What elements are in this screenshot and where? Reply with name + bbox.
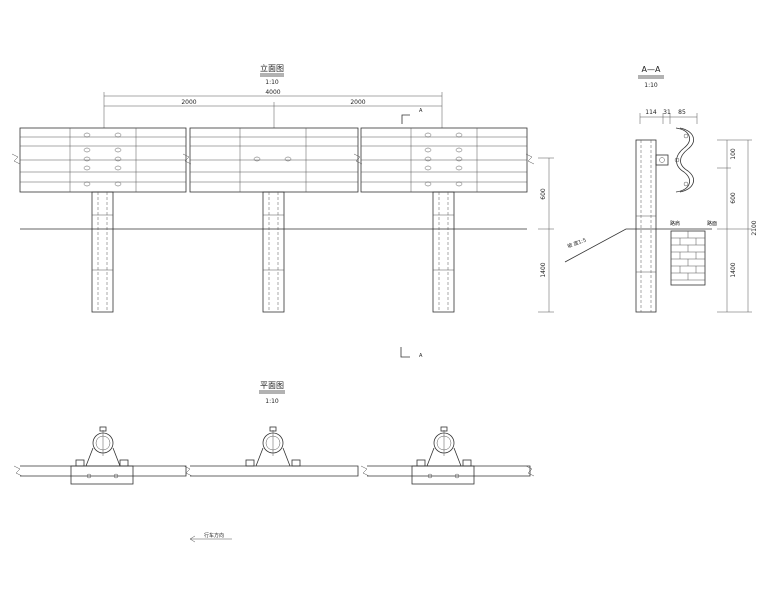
break-mark-left	[11, 153, 21, 165]
post-middle	[262, 191, 285, 313]
plan-post-left	[70, 426, 134, 485]
plan-post-right	[411, 426, 475, 485]
section-mark-top-label: A	[419, 108, 423, 114]
dim-1400-section: 1400	[730, 262, 737, 277]
dim-600-section: 600	[730, 192, 737, 204]
dim-1400-elevation: 1400	[540, 262, 547, 277]
rail-panel-left	[19, 127, 187, 193]
section-scale: 1:10	[644, 82, 658, 89]
brick-foundation	[670, 230, 706, 286]
elevation-view: 立面图 1:10 4000 2000 2000 A	[11, 63, 554, 359]
section-post	[635, 139, 657, 313]
plan-rail-left	[20, 465, 187, 477]
traffic-direction-label: 行车方向	[204, 532, 224, 539]
dim-31: 31	[663, 109, 671, 116]
dim-600-elevation: 600	[540, 188, 547, 200]
traffic-direction: 行车方向	[189, 532, 232, 543]
spacer-block	[655, 154, 669, 166]
dim-total-4000: 4000	[265, 89, 280, 96]
arrow-left-icon	[189, 535, 196, 543]
plan-rail-right	[367, 465, 531, 477]
elevation-scale: 1:10	[265, 79, 279, 86]
dim-85: 85	[678, 109, 686, 116]
dim-right-2000: 2000	[350, 99, 365, 106]
plan-post-middle	[245, 426, 301, 467]
dim-left-2000: 2000	[181, 99, 196, 106]
section-title: A—A	[642, 65, 661, 74]
section-mark-bottom-label: A	[419, 353, 423, 359]
post-right	[432, 191, 455, 313]
plan-view: 平面图 1:10	[13, 381, 535, 543]
section-view: A—A 1:10 114 31 85 坡 度1:5 路肩 路面	[564, 65, 758, 313]
slope-label: 坡 度1:5	[566, 237, 587, 250]
rail-bolts	[83, 132, 463, 187]
w-beam-profile	[675, 127, 690, 193]
dim-2100: 2100	[751, 220, 758, 235]
left-shoulder-label: 路肩	[670, 220, 680, 227]
plan-scale: 1:10	[265, 398, 279, 405]
section-mark-bottom	[400, 347, 410, 358]
rail-panel-right	[360, 127, 528, 193]
plan-rail-middle	[190, 465, 359, 477]
section-mark-top	[401, 114, 410, 124]
slope-line	[564, 228, 712, 263]
post-left	[91, 191, 114, 313]
plan-title: 平面图	[260, 381, 284, 390]
dim-114: 114	[645, 109, 657, 116]
elevation-title: 立面图	[260, 63, 284, 73]
break-mark-joint-2	[353, 153, 363, 165]
break-mark-right	[525, 153, 535, 165]
dim-100: 100	[730, 148, 737, 160]
right-road-label: 路面	[707, 220, 717, 227]
break-mark-joint-1	[182, 153, 192, 165]
rail-panel-middle	[189, 127, 359, 193]
